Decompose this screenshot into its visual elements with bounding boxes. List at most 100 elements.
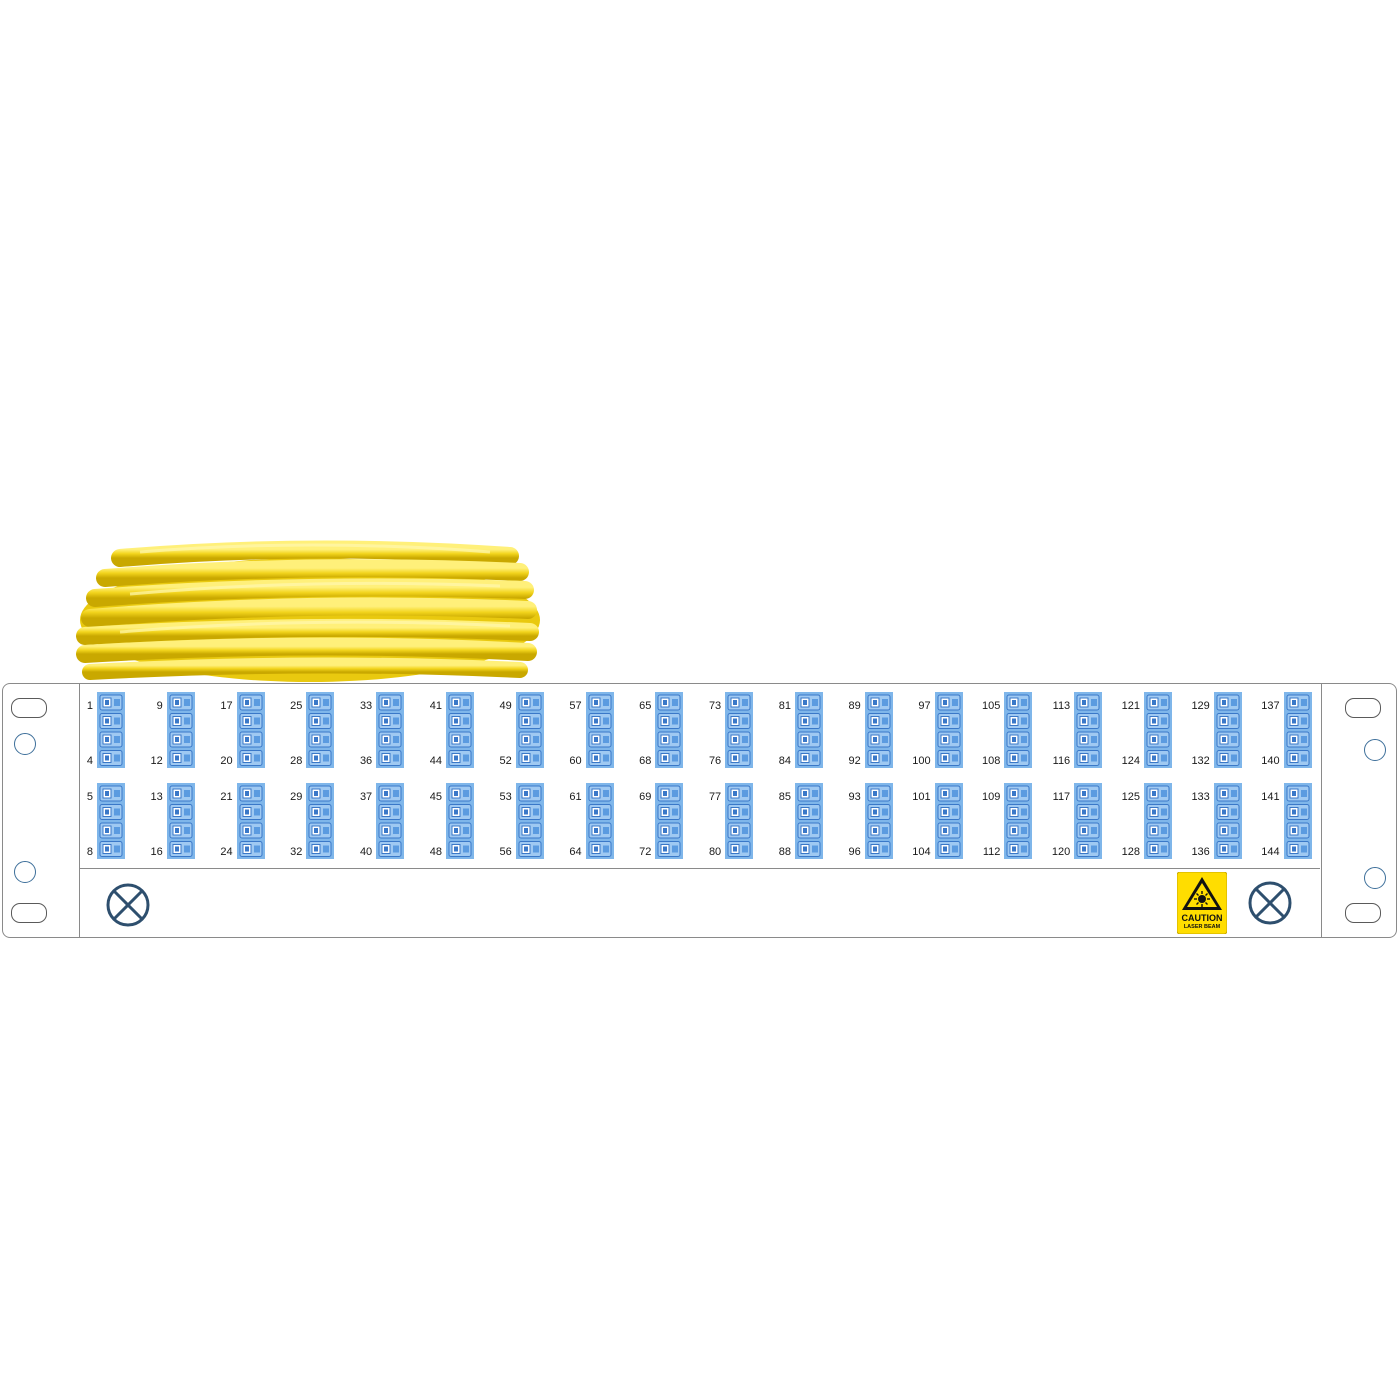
port-number-label: 120 xyxy=(1051,846,1071,858)
port-number-label: 101 xyxy=(912,791,931,803)
port-number-label: 4 xyxy=(86,755,93,767)
port-number-label: 105 xyxy=(982,700,1001,712)
port-number-label: 64 xyxy=(569,846,582,858)
lc-adapter-block[interactable] xyxy=(1004,692,1033,768)
lc-adapter-block[interactable] xyxy=(585,692,614,768)
port-number-label: 12 xyxy=(150,755,163,767)
port-number-label: 68 xyxy=(639,755,652,767)
port-number-label: 81 xyxy=(778,700,791,712)
port-number-label: 136 xyxy=(1191,846,1210,858)
lc-adapter-block[interactable] xyxy=(864,783,893,859)
port-number-label: 53 xyxy=(499,791,512,803)
port-number-label: 128 xyxy=(1121,846,1140,858)
lc-adapter-block[interactable] xyxy=(1213,692,1242,768)
port-number-label: 8 xyxy=(86,846,93,858)
lc-adapter-block[interactable] xyxy=(166,783,195,859)
lc-adapter-block[interactable] xyxy=(1283,692,1312,768)
screw-icon xyxy=(106,883,150,927)
lc-adapter-block[interactable] xyxy=(1074,783,1103,859)
port-number-label: 16 xyxy=(150,846,163,858)
lc-adapter-block[interactable] xyxy=(376,692,405,768)
port-number-label: 21 xyxy=(220,791,233,803)
port-number-label: 84 xyxy=(778,755,791,767)
port-number-label: 108 xyxy=(982,755,1001,767)
right-ear-divider xyxy=(1321,684,1322,937)
port-number-label: 5 xyxy=(86,791,93,803)
lc-adapter-block[interactable] xyxy=(236,783,265,859)
port-number-label: 45 xyxy=(429,791,442,803)
port-number-label: 121 xyxy=(1121,700,1140,712)
lc-adapter-block[interactable] xyxy=(934,692,963,768)
port-number-label: 137 xyxy=(1261,700,1280,712)
port-number-label: 93 xyxy=(848,791,861,803)
port-number-label: 25 xyxy=(290,700,303,712)
mounting-hole xyxy=(1364,867,1386,889)
lc-adapter-block[interactable] xyxy=(725,692,754,768)
lc-adapter-block[interactable] xyxy=(864,692,893,768)
lc-adapter-block[interactable] xyxy=(515,692,544,768)
port-number-label: 20 xyxy=(220,755,233,767)
lc-adapter-block[interactable] xyxy=(306,783,335,859)
port-number-label: 69 xyxy=(639,791,652,803)
laser-beam-text: LASER BEAM xyxy=(1183,924,1221,930)
mounting-hole xyxy=(14,861,36,883)
lc-adapter-block[interactable] xyxy=(446,692,474,768)
port-number-label: 49 xyxy=(499,700,512,712)
lc-adapter-block[interactable] xyxy=(446,783,474,859)
mounting-slot xyxy=(1345,698,1381,718)
screw-icon xyxy=(1248,881,1292,925)
port-number-label: 57 xyxy=(569,700,582,712)
lc-adapter-block[interactable] xyxy=(585,783,614,859)
port-number-label: 61 xyxy=(569,791,582,803)
lc-adapter-block[interactable] xyxy=(97,783,125,859)
mounting-hole xyxy=(1364,739,1386,761)
port-number-label: 133 xyxy=(1191,791,1210,803)
port-number-label: 104 xyxy=(912,846,931,858)
port-number-label: 48 xyxy=(429,846,442,858)
lc-adapter-block[interactable] xyxy=(655,783,684,859)
lc-adapter-block[interactable] xyxy=(1213,783,1242,859)
lc-adapter-block[interactable] xyxy=(725,783,754,859)
lc-adapter-block[interactable] xyxy=(795,783,823,859)
port-number-label: 76 xyxy=(708,755,722,767)
lc-adapter-block[interactable] xyxy=(166,692,195,768)
port-number-label: 97 xyxy=(918,700,931,712)
lc-adapter-block[interactable] xyxy=(655,692,684,768)
port-number-label: 28 xyxy=(290,755,303,767)
port-number-label: 40 xyxy=(359,846,373,858)
port-number-label: 113 xyxy=(1052,700,1071,712)
lc-adapter-block[interactable] xyxy=(515,783,544,859)
lc-adapter-block[interactable] xyxy=(934,783,963,859)
port-number-label: 73 xyxy=(708,700,722,712)
panel-divider-line xyxy=(79,868,1320,869)
port-number-label: 112 xyxy=(982,846,1001,858)
port-number-label: 125 xyxy=(1121,791,1140,803)
lc-adapter-block[interactable] xyxy=(1004,783,1033,859)
port-number-label: 36 xyxy=(359,755,373,767)
port-number-label: 129 xyxy=(1191,700,1210,712)
port-number-label: 72 xyxy=(639,846,652,858)
lc-adapter-block[interactable] xyxy=(1074,692,1103,768)
lc-adapter-block[interactable] xyxy=(376,783,405,859)
cable-coil-image xyxy=(76,540,540,682)
port-number-label: 65 xyxy=(639,700,652,712)
port-number-label: 132 xyxy=(1191,755,1210,767)
caution-text: CAUTION xyxy=(1181,913,1223,923)
port-number-label: 88 xyxy=(778,846,791,858)
lc-adapter-block[interactable] xyxy=(1283,783,1312,859)
lc-adapter-block[interactable] xyxy=(236,692,265,768)
lc-adapter-block[interactable] xyxy=(1144,692,1172,768)
port-number-label: 100 xyxy=(912,755,931,767)
port-number-label: 9 xyxy=(156,700,163,712)
port-number-label: 60 xyxy=(569,755,582,767)
port-number-label: 33 xyxy=(359,700,373,712)
lc-adapter-block[interactable] xyxy=(306,692,335,768)
laser-warning-icon: CAUTION LASER BEAM xyxy=(1176,871,1228,935)
lc-adapter-block[interactable] xyxy=(97,692,125,768)
port-number-label: 124 xyxy=(1121,755,1140,767)
port-number-label: 77 xyxy=(708,791,722,803)
lc-adapter-block[interactable] xyxy=(1144,783,1172,859)
port-number-label: 141 xyxy=(1261,791,1280,803)
lc-adapter-block[interactable] xyxy=(795,692,823,768)
mounting-slot xyxy=(11,903,47,923)
